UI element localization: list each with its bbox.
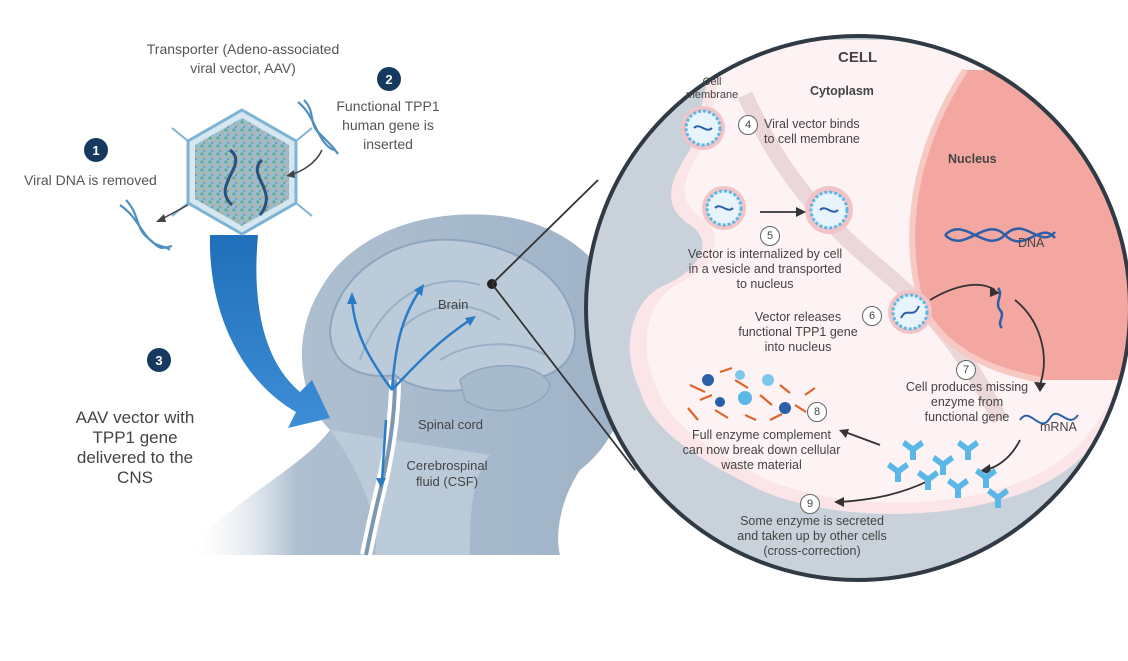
step-8-badge: 8 — [807, 402, 827, 422]
dna-label: DNA — [1018, 236, 1045, 250]
step-4-text: Viral vector binds to cell membrane — [764, 117, 860, 146]
step-2-badge: 2 — [377, 67, 401, 91]
step-9-text: Some enzyme is secreted and taken up by … — [737, 514, 887, 558]
step-8-text: Full enzyme complement can now break dow… — [682, 428, 841, 472]
csf-label: Cerebrospinal fluid (CSF) — [406, 458, 488, 489]
step-1-badge: 1 — [84, 138, 108, 162]
cell-membrane-label: Cell membrane — [685, 76, 739, 101]
transporter-label: Transporter (Adeno-associated viral vect… — [146, 41, 340, 76]
cell-illustration — [584, 34, 1128, 582]
step-6-badge: 6 — [862, 306, 882, 326]
delivery-arrow-icon — [209, 235, 330, 428]
step-7-text: Cell produces missing enzyme from functi… — [905, 380, 1029, 424]
enzyme-icon — [887, 440, 1009, 508]
cell-title: CELL — [838, 49, 878, 66]
aav-capsid-icon — [171, 108, 313, 236]
step-6-text: Vector releases functional TPP1 gene int… — [738, 310, 858, 354]
brain-label: Brain — [438, 297, 469, 312]
step-4-badge: 4 — [738, 115, 758, 135]
step-5-text: Vector is internalized by cell in a vesi… — [687, 247, 843, 291]
head-silhouette — [185, 214, 630, 557]
step-7-badge: 7 — [956, 360, 976, 380]
waste-material-icon — [687, 366, 816, 422]
step-5-badge: 5 — [760, 226, 780, 246]
step-3-badge: 3 — [147, 348, 171, 372]
nucleus-label: Nucleus — [948, 152, 997, 166]
spinal-cord-label: Spinal cord — [418, 417, 484, 432]
step-1-text: Viral DNA is removed — [24, 172, 157, 188]
dna-strand-icon — [119, 99, 339, 251]
cytoplasm-label: Cytoplasm — [810, 84, 874, 98]
step-3-text: AAV vector with TPP1 gene delivered to t… — [75, 408, 195, 487]
step-9-badge: 9 — [800, 494, 820, 514]
vesicle-icon — [681, 106, 932, 334]
mrna-label: mRNA — [1040, 420, 1077, 434]
step-2-text: Functional TPP1 human gene is inserted — [336, 98, 440, 152]
